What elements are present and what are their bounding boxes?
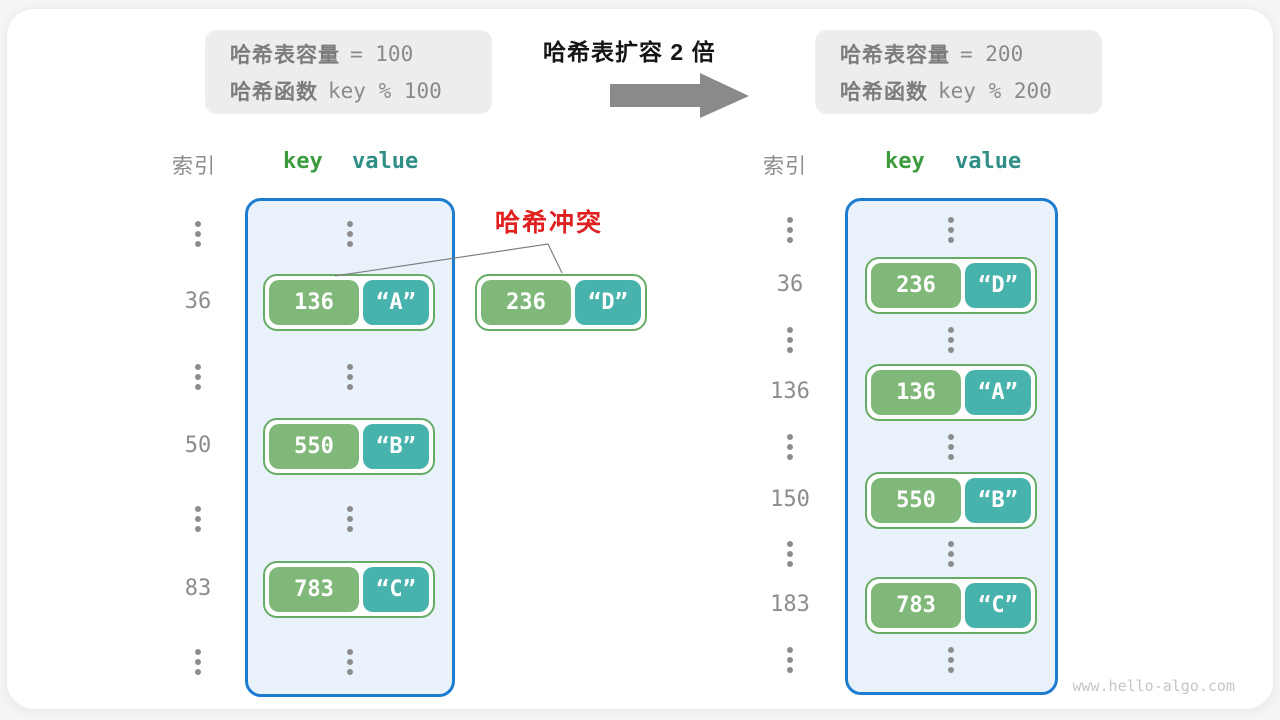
key-cell: 783 xyxy=(871,583,961,628)
key-cell: 136 xyxy=(269,280,359,325)
key-cell: 550 xyxy=(269,424,359,469)
ellipsis-icon xyxy=(786,327,794,353)
diagram-card xyxy=(6,8,1274,710)
left-value-header: value xyxy=(352,149,419,174)
value-cell: “C” xyxy=(363,567,429,612)
hash-fn-value: key % 100 xyxy=(328,78,442,103)
ellipsis-icon xyxy=(786,217,794,243)
hash-conflict-label: 哈希冲突 xyxy=(495,209,604,237)
kv-pair: 783 “C” xyxy=(865,577,1037,634)
kv-pair: 783 “C” xyxy=(263,561,435,618)
ellipsis-icon xyxy=(947,327,955,353)
key-cell: 236 xyxy=(481,280,571,325)
hash-fn-line: 哈希函数 key % 100 xyxy=(230,76,492,106)
ellipsis-icon xyxy=(947,217,955,243)
value-cell: “B” xyxy=(363,424,429,469)
kv-pair: 136 “A” xyxy=(865,364,1037,421)
capacity-line: 哈希表容量 = 200 xyxy=(840,39,1102,69)
index-label: 36 xyxy=(184,289,212,314)
conflict-kv-pair: 236 “D” xyxy=(475,274,647,331)
index-label: 36 xyxy=(776,272,804,297)
hash-fn-label: 哈希函数 xyxy=(840,80,928,104)
hash-fn-line: 哈希函数 key % 200 xyxy=(840,76,1102,106)
kv-pair: 236 “D” xyxy=(865,257,1037,314)
ellipsis-icon xyxy=(786,541,794,567)
ellipsis-icon xyxy=(786,434,794,460)
capacity-line: 哈希表容量 = 100 xyxy=(230,39,492,69)
expand-title: 哈希表扩容 2 倍 xyxy=(543,39,716,65)
key-cell: 783 xyxy=(269,567,359,612)
value-cell: “C” xyxy=(965,583,1031,628)
ellipsis-icon xyxy=(346,221,354,247)
kv-pair: 550 “B” xyxy=(865,472,1037,529)
value-cell: “D” xyxy=(965,263,1031,308)
key-cell: 550 xyxy=(871,478,961,523)
value-cell: “A” xyxy=(965,370,1031,415)
ellipsis-icon xyxy=(346,364,354,390)
ellipsis-icon xyxy=(194,506,202,532)
index-label: 50 xyxy=(184,433,212,458)
ellipsis-icon xyxy=(346,506,354,532)
hash-fn-value: key % 200 xyxy=(938,78,1052,103)
capacity-value: = 200 xyxy=(960,41,1024,66)
key-cell: 136 xyxy=(871,370,961,415)
capacity-value: = 100 xyxy=(350,41,414,66)
ellipsis-icon xyxy=(194,649,202,675)
kv-pair: 550 “B” xyxy=(263,418,435,475)
left-hash-info-box: 哈希表容量 = 100 哈希函数 key % 100 xyxy=(205,30,492,114)
index-label: 136 xyxy=(770,379,810,404)
hash-fn-label: 哈希函数 xyxy=(230,80,318,104)
watermark: www.hello-algo.com xyxy=(1072,677,1235,695)
index-label: 150 xyxy=(770,487,810,512)
index-label: 183 xyxy=(770,592,810,617)
ellipsis-icon xyxy=(786,647,794,673)
value-cell: “D” xyxy=(575,280,641,325)
right-hash-info-box: 哈希表容量 = 200 哈希函数 key % 200 xyxy=(815,30,1102,114)
capacity-label: 哈希表容量 xyxy=(840,43,950,67)
kv-pair: 136 “A” xyxy=(263,274,435,331)
left-key-header: key xyxy=(283,149,323,174)
ellipsis-icon xyxy=(947,434,955,460)
value-cell: “B” xyxy=(965,478,1031,523)
ellipsis-icon xyxy=(194,364,202,390)
right-index-header: 索引 xyxy=(763,155,807,178)
ellipsis-icon xyxy=(194,221,202,247)
ellipsis-icon xyxy=(947,541,955,567)
left-index-header: 索引 xyxy=(172,155,216,178)
ellipsis-icon xyxy=(947,647,955,673)
value-cell: “A” xyxy=(363,280,429,325)
right-value-header: value xyxy=(955,149,1022,174)
ellipsis-icon xyxy=(346,649,354,675)
key-cell: 236 xyxy=(871,263,961,308)
right-key-header: key xyxy=(885,149,925,174)
index-label: 83 xyxy=(184,576,212,601)
capacity-label: 哈希表容量 xyxy=(230,43,340,67)
